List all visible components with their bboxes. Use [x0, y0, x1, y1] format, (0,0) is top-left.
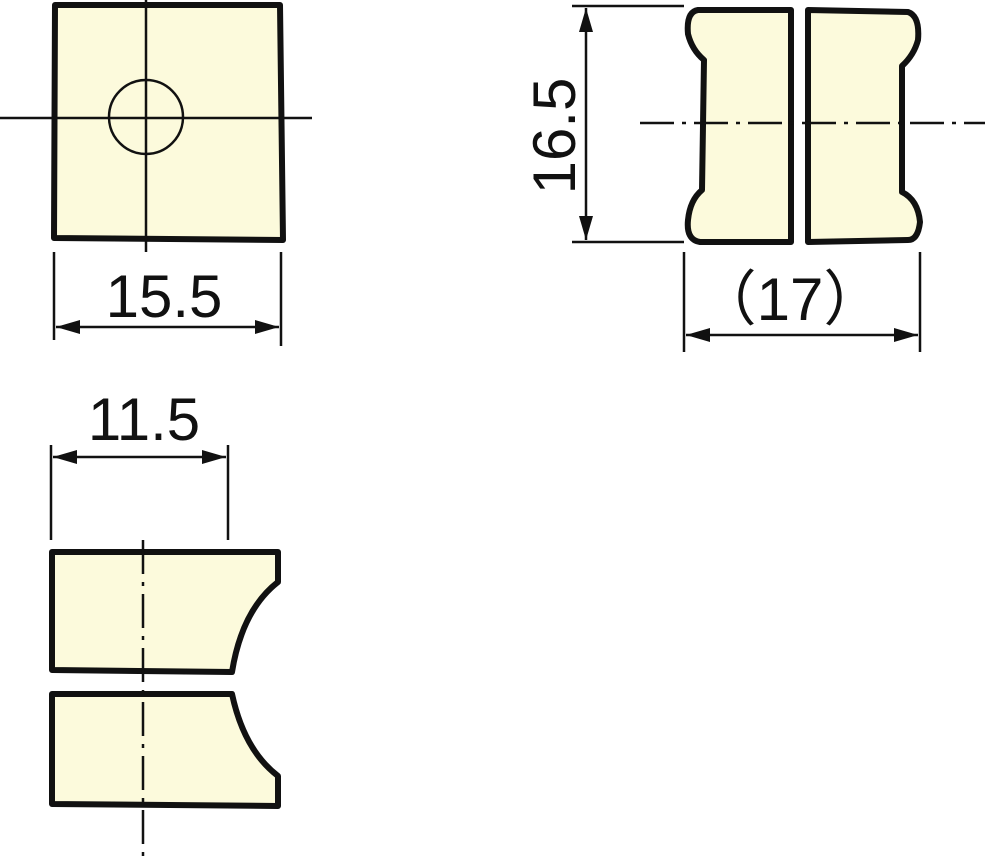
arrow-bottom: [579, 216, 593, 240]
dimension-label-front-width: 15.5: [106, 263, 223, 330]
arrow-right: [894, 328, 918, 342]
side-view: [640, 7, 985, 245]
front-view-body: [51, 2, 286, 243]
dimension-side-height: 16.5: [521, 4, 684, 244]
arrow-right: [255, 320, 279, 334]
dimension-label-bottom-width: 11.5: [88, 386, 200, 453]
dimension-side-width: （17）: [682, 252, 922, 352]
bottom-view-upper-half: [49, 549, 281, 675]
side-view-right-half: [805, 7, 923, 245]
bottom-view: [49, 540, 281, 857]
front-view-hole: [107, 78, 185, 156]
dimension-label-side-width: （17）: [697, 266, 884, 333]
arrow-left: [56, 320, 80, 334]
arrow-left: [686, 328, 710, 342]
dimension-front-width: 15.5: [52, 252, 283, 346]
arrow-right: [202, 450, 226, 464]
arrow-left: [53, 450, 77, 464]
dimension-bottom-width: 11.5: [49, 386, 230, 540]
dimension-label-side-height: 16.5: [521, 78, 588, 195]
arrow-top: [579, 8, 593, 32]
side-view-left-half: [684, 7, 794, 245]
front-view: [0, 0, 312, 252]
bottom-view-lower-half: [49, 691, 281, 809]
